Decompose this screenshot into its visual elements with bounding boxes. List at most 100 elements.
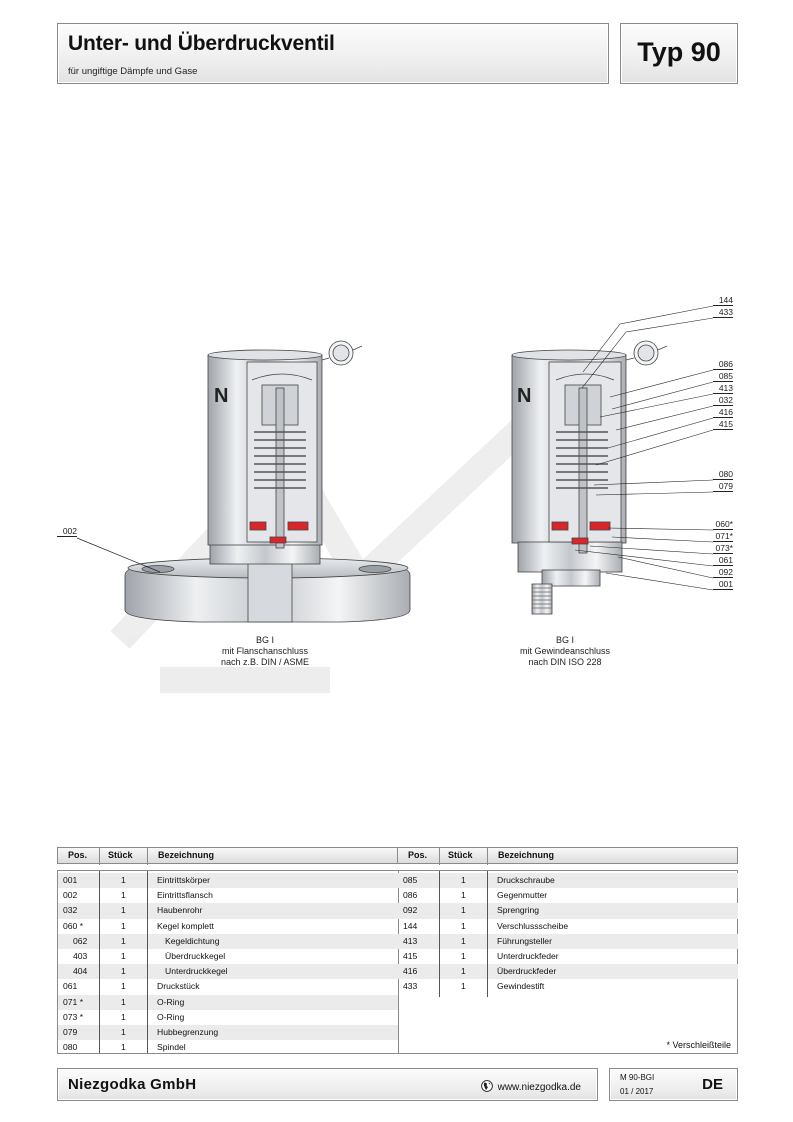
wear-parts-note: * Verschleißteile [666, 1040, 731, 1050]
part-qty: 1 [121, 1011, 126, 1022]
part-qty: 1 [121, 981, 126, 992]
table-header-right: Pos. Stück Bezeichnung [397, 847, 738, 865]
part-name: Kegel komplett [157, 920, 214, 931]
part-name: Druckschraube [497, 875, 555, 885]
table-row: 062 1 Kegeldichtung [58, 933, 398, 949]
table-center-divider [398, 871, 399, 1053]
part-pos: 092 [403, 905, 418, 916]
valve-diagram: N [0, 280, 793, 700]
part-name: Kegeldichtung [165, 935, 220, 946]
part-qty: 1 [461, 920, 466, 931]
part-pos: 415 [403, 951, 418, 961]
part-name: Haubenrohr [157, 905, 203, 916]
column-divider [147, 871, 148, 1053]
part-pos: 002 [63, 890, 78, 901]
language-code: DE [702, 1076, 723, 1093]
part-pos: 433 [403, 981, 418, 992]
header-qty: Stück [448, 850, 473, 860]
column-divider [99, 871, 100, 1053]
part-name: Eintrittsflansch [157, 890, 213, 901]
part-pos: 404 [73, 966, 88, 977]
part-pos: 085 [403, 875, 418, 885]
caption-thread-size: BG I [555, 635, 574, 645]
part-name: Gewindestift [497, 981, 545, 992]
callout-060-wear: 060* [713, 520, 733, 530]
part-qty: 1 [121, 1027, 126, 1037]
caption-flange: BG I mit Flanschanschluss nach z.B. DIN … [200, 635, 330, 668]
callout-086: 086 [713, 360, 733, 370]
table-row: 415 1 Unterdruckfeder [398, 949, 738, 964]
callout-001: 001 [713, 580, 733, 590]
part-pos: 073 * [63, 1011, 84, 1022]
part-qty: 1 [121, 996, 126, 1007]
callout-079: 079 [713, 482, 733, 492]
document-date: 01 / 2017 [620, 1087, 654, 1096]
title-box: Unter- und Überdruckventil für ungiftige… [57, 23, 609, 84]
doc-info-box: M 90-BGI 01 / 2017 DE [609, 1068, 738, 1101]
table-row: 079 1 Hubbegrenzung [58, 1025, 398, 1041]
part-name: Gegenmutter [497, 890, 548, 901]
type-label: Typ 90 [637, 37, 721, 67]
valve-flange-illustration: N [124, 340, 411, 623]
company-name: Niezgodka GmbH [68, 1076, 197, 1093]
part-qty: 1 [121, 920, 126, 931]
caption-flange-line2: nach z.B. DIN / ASME [220, 657, 310, 667]
part-pos: 403 [73, 951, 88, 961]
header-divider [147, 848, 148, 865]
part-name: Verschlussscheibe [497, 920, 569, 931]
part-name: Spindel [157, 1042, 186, 1053]
part-name: Hubbegrenzung [157, 1027, 219, 1037]
callout-092: 092 [713, 568, 733, 578]
document-id: M 90-BGI [620, 1073, 655, 1082]
callout-144: 144 [713, 296, 733, 306]
column-divider [487, 871, 488, 997]
callout-413: 413 [713, 384, 733, 394]
part-name: Sprengring [497, 905, 540, 916]
leader-002 [76, 537, 161, 573]
part-qty: 1 [461, 935, 466, 946]
website-text[interactable]: www.niezgodka.de [497, 1082, 581, 1093]
callout-433: 433 [713, 308, 733, 318]
table-row: 403 1 Überdruckkegel [58, 949, 398, 964]
part-pos: 079 [63, 1027, 78, 1037]
part-name: Unterdruckfeder [497, 951, 559, 961]
callout-416: 416 [713, 408, 733, 418]
part-name: Überdruckkegel [165, 951, 226, 961]
part-qty: 1 [461, 951, 466, 961]
part-pos: 062 [73, 935, 88, 946]
website-link[interactable]: www.niezgodka.de [480, 1080, 581, 1093]
table-header-left: Pos. Stück Bezeichnung [57, 847, 398, 865]
part-pos: 061 [63, 981, 78, 992]
header-name: Bezeichnung [158, 850, 215, 860]
callout-085: 085 [713, 372, 733, 382]
caption-flange-size: BG I [255, 635, 274, 645]
part-pos: 086 [403, 890, 418, 901]
part-name: Überdruckfeder [497, 966, 557, 977]
part-qty: 1 [121, 1042, 126, 1053]
part-qty: 1 [121, 935, 126, 946]
callout-080: 080 [713, 470, 733, 480]
svg-text:N: N [214, 385, 228, 407]
type-box: Typ 90 [620, 23, 738, 84]
part-name: Unterdruckkegel [165, 966, 228, 977]
globe-icon [480, 1080, 493, 1092]
header-divider [439, 848, 440, 865]
part-qty: 1 [121, 951, 126, 961]
header-pos: Pos. [68, 850, 88, 860]
header-divider [99, 848, 100, 865]
part-name: O-Ring [157, 1011, 185, 1022]
caption-thread-line2: nach DIN ISO 228 [528, 657, 602, 667]
part-pos: 071 * [63, 996, 84, 1007]
